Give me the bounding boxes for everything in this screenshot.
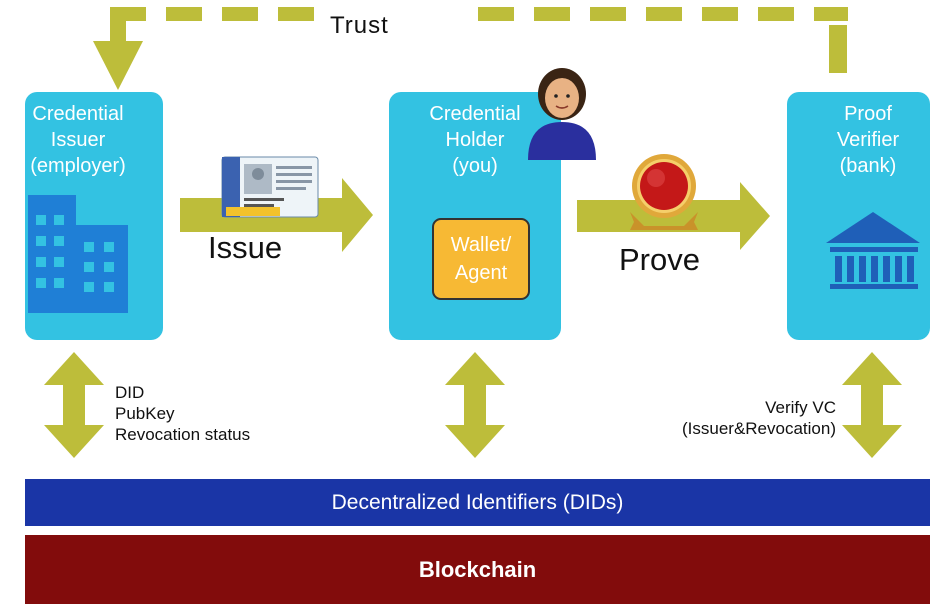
- verifier-did-double-arrow: [842, 352, 902, 458]
- wallet-agent-label: Wallet/ Agent: [450, 234, 512, 284]
- verifier-check-label: Verify VC (Issuer&Revocation): [681, 398, 836, 438]
- trust-label: Trust: [330, 12, 389, 39]
- did-layer: Decentralized Identifiers (DIDs): [25, 479, 930, 526]
- blockchain-layer: Blockchain: [25, 535, 930, 604]
- prove-label: Prove: [619, 242, 700, 277]
- prove-arrow: [577, 182, 770, 250]
- holder-did-double-arrow: [445, 352, 505, 458]
- issuer-did-double-arrow: [44, 352, 104, 458]
- did-layer-label: Decentralized Identifiers (DIDs): [331, 490, 624, 514]
- holder-title: Credential Holder (you): [429, 103, 521, 177]
- wallet-agent-box: Wallet/ Agent: [432, 218, 530, 300]
- issuer-registry-items: DID PubKey Revocation status: [115, 383, 251, 444]
- blockchain-layer-label: Blockchain: [418, 556, 537, 582]
- issuer-title: Credential Issuer (employer): [30, 103, 126, 177]
- verifier-title: Proof Verifier (bank): [836, 103, 900, 177]
- issue-label: Issue: [208, 230, 283, 265]
- trust-dashed-arrow: [93, 7, 848, 90]
